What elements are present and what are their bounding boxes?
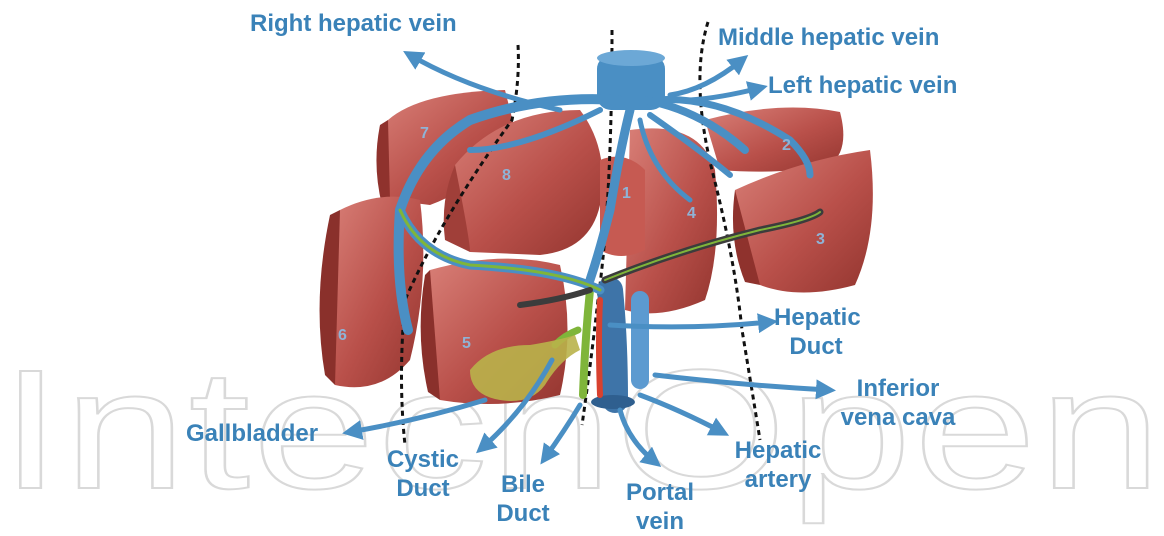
label-bile-duct: Bile Duct (488, 470, 558, 528)
label-bile-duct-line2: Duct (488, 499, 558, 528)
label-cystic-duct-line2: Duct (380, 474, 466, 503)
segment-label-5: 5 (462, 335, 471, 352)
label-right-hepatic-vein: Right hepatic vein (250, 9, 457, 38)
arrow-middle-hepatic-vein (670, 60, 742, 95)
label-hepatic-duct: Hepatic Duct (774, 303, 858, 361)
segment-label-6: 6 (338, 327, 347, 344)
segment-label-1: 1 (622, 185, 631, 202)
label-portal-vein-line2: vein (614, 507, 706, 536)
label-middle-hepatic-vein: Middle hepatic vein (718, 23, 939, 52)
label-inferior-vena-cava-line1: Inferior (832, 374, 964, 403)
label-left-hepatic-vein: Left hepatic vein (768, 71, 957, 100)
segment-label-8: 8 (502, 167, 511, 184)
label-hepatic-artery-line1: Hepatic (726, 436, 830, 465)
label-cystic-duct-line1: Cystic (380, 445, 466, 474)
segment-label-7: 7 (420, 125, 429, 142)
label-inferior-vena-cava: Inferior vena cava (832, 374, 964, 432)
label-inferior-vena-cava-line2: vena cava (832, 403, 964, 432)
label-cystic-duct: Cystic Duct (380, 445, 466, 503)
segment-label-3: 3 (816, 231, 825, 248)
label-gallbladder: Gallbladder (186, 419, 318, 448)
label-bile-duct-line1: Bile (488, 470, 558, 499)
label-portal-vein-line1: Portal (614, 478, 706, 507)
segment-label-4: 4 (687, 205, 696, 222)
label-hepatic-duct-line2: Duct (774, 332, 858, 361)
label-hepatic-artery: Hepatic artery (726, 436, 830, 494)
label-portal-vein: Portal vein (614, 478, 706, 536)
segment-label-2: 2 (782, 137, 791, 154)
label-hepatic-artery-line2: artery (726, 465, 830, 494)
label-hepatic-duct-line1: Hepatic (774, 303, 858, 332)
